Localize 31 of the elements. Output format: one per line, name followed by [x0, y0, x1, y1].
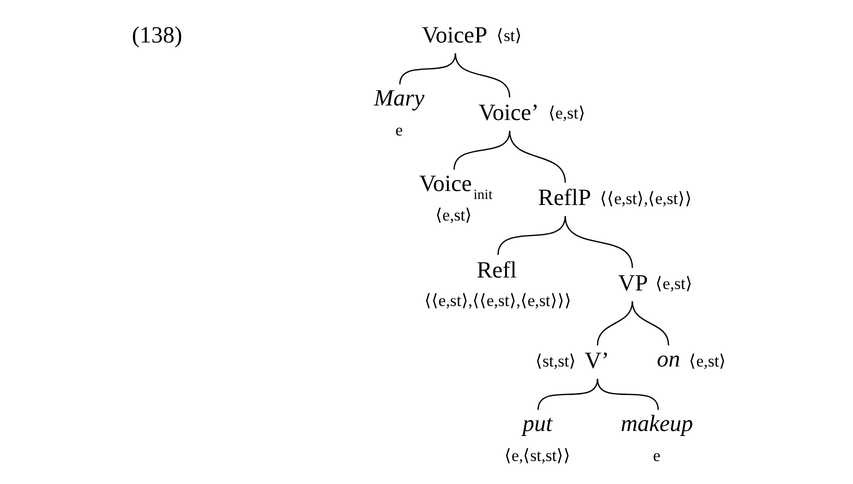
node-label: ⟨⟨e,st⟩,⟨⟨e,st⟩,⟨e,st⟩⟩⟩	[424, 290, 571, 310]
node-text: on	[656, 346, 680, 373]
connector	[454, 53, 510, 98]
node-label: ⟨e,st⟩	[655, 274, 692, 294]
label: (138)	[131, 22, 182, 48]
node-label: ⟨e,st⟩	[434, 206, 472, 225]
connector	[398, 53, 456, 85]
connector	[536, 378, 598, 410]
node-label: ⟨st⟩	[496, 26, 522, 46]
node-label: e	[652, 446, 660, 465]
node-text: put	[522, 411, 552, 438]
node-text: makeup	[620, 411, 693, 438]
node-text: VoiceP	[421, 22, 487, 48]
node-text: ReflP	[538, 185, 591, 212]
node-text: Refl	[476, 257, 516, 284]
node-text: Voice$_{init}$	[418, 170, 492, 203]
connector	[596, 378, 658, 410]
node-text: V’	[584, 348, 609, 374]
node-label: ⟨⟨e,st⟩,⟨e,st⟩⟩	[600, 188, 692, 208]
connector	[631, 301, 669, 346]
connector	[508, 130, 566, 183]
node-text: Voice’	[478, 100, 538, 126]
node-label: ⟨st,st⟩	[535, 352, 576, 371]
node-label: ⟨e,st⟩	[548, 104, 585, 123]
node-label: e	[394, 120, 402, 140]
node-text: Mary	[374, 86, 424, 112]
node-label: ⟨e,st⟩	[688, 352, 726, 371]
node-text: VP	[618, 270, 648, 296]
node-label: ⟨e,⟨st,st⟩⟩	[504, 446, 570, 465]
connector	[596, 301, 633, 346]
connector	[564, 216, 633, 268]
